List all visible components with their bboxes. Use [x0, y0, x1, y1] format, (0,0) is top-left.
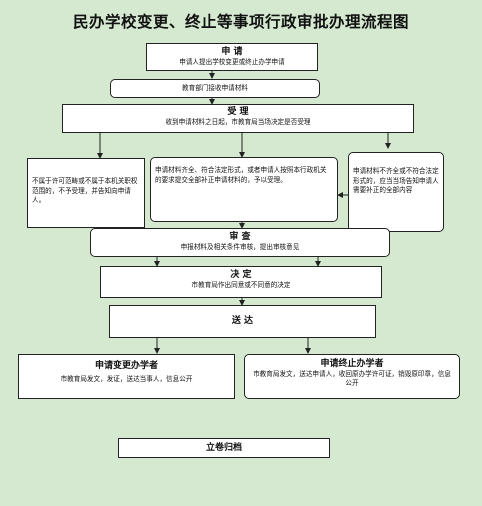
step-deliver-title: 送 达: [231, 316, 254, 326]
step-change-desc: 市教育局发文，发证，送达当事人，信息公开: [60, 375, 193, 383]
step-terminate-title: 申请终止办学者: [320, 359, 384, 369]
step-decide: 决 定 市教育局作出同意或不同意的决定: [100, 266, 382, 298]
step-accept-title: 受 理: [227, 107, 249, 117]
step-review-title: 审 查: [229, 232, 251, 242]
step-deliver: 送 达: [109, 305, 376, 338]
step-apply: 申 请 申请人提出学校变更或终止办学申请: [146, 43, 318, 71]
step-archive: 立卷归档: [118, 438, 330, 458]
step-accept-desc: 收到申请材料之日起，市教育局当场决定是否受理: [165, 118, 311, 126]
step-reject-text: 不属于许可范畴或不属于本机关职权范围的，不予受理，并告知向申请人。: [32, 177, 138, 204]
step-change-title: 申请变更办学者: [94, 361, 158, 371]
step-review: 审 查 申报材料及相关条件审核，提出审核意见: [90, 228, 390, 257]
step-terminate-desc: 市教育局发文，送达申请人，收回原办学许可证，销毁原印章，信息公开: [253, 370, 451, 387]
step-terminate: 申请终止办学者 市教育局发文，送达申请人，收回原办学许可证，销毁原印章，信息公开: [244, 354, 460, 399]
step-apply-desc: 申请人提出学校变更或终止办学申请: [179, 58, 285, 66]
step-accept: 受 理 收到申请材料之日起，市教育局当场决定是否受理: [62, 104, 414, 133]
step-receive: 教育部门接收申请材料: [110, 79, 320, 98]
step-incomplete-text: 申请材料不齐全或不符合法定形式的，应当当场告知申请人需要补正的全部内容: [353, 167, 439, 194]
step-decide-desc: 市教育局作出同意或不同意的决定: [191, 281, 291, 289]
step-review-desc: 申报材料及相关条件审核，提出审核意见: [180, 243, 300, 251]
step-apply-title: 申 请: [221, 47, 243, 57]
step-complete: 申请材料齐全、符合法定形式，或者申请人按照本行政机关的要求提交全部补正申请材料的…: [150, 157, 338, 222]
page-title: 民办学校变更、终止等事项行政审批办理流程图: [72, 12, 409, 31]
step-decide-title: 决 定: [230, 270, 252, 280]
step-reject: 不属于许可范畴或不属于本机关职权范围的，不予受理，并告知向申请人。: [27, 158, 145, 228]
step-complete-text: 申请材料齐全、符合法定形式，或者申请人按照本行政机关的要求提交全部补正申请材料的…: [155, 166, 327, 184]
step-incomplete: 申请材料不齐全或不符合法定形式的，应当当场告知申请人需要补正的全部内容: [348, 152, 444, 232]
step-archive-title: 立卷归档: [205, 443, 242, 453]
step-receive-desc: 教育部门接收申请材料: [182, 84, 248, 92]
step-change: 申请变更办学者 市教育局发文，发证，送达当事人，信息公开: [18, 354, 235, 399]
